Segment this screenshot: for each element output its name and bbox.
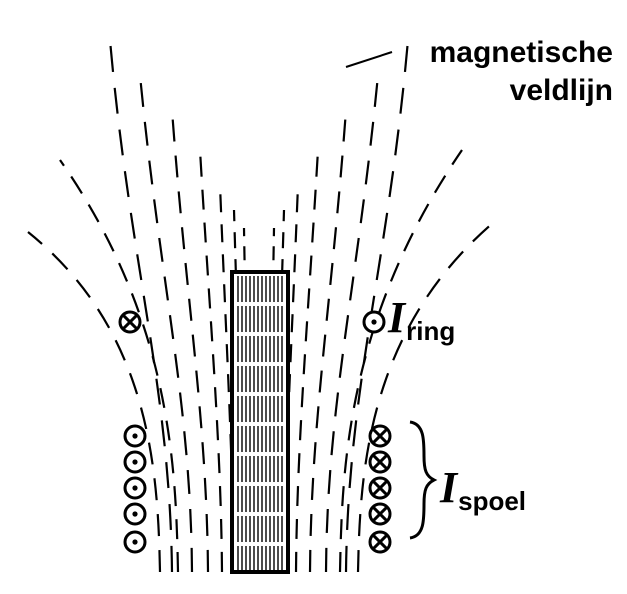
dot-in-circle-icon — [362, 310, 386, 334]
cross-in-circle-icon — [368, 502, 392, 526]
dot-in-circle-icon — [123, 424, 147, 448]
field-line-outer-left — [59, 159, 180, 573]
field-line-left — [138, 74, 194, 573]
field-line-outer-left — [27, 231, 162, 573]
coil-current-label: Ispoel — [440, 463, 526, 515]
field-line-outer-right — [356, 221, 495, 573]
field-line-label-line2: veldlijn — [509, 74, 613, 107]
cross-in-circle-icon — [368, 476, 392, 500]
current-symbols-group — [118, 310, 392, 554]
field-line-right — [324, 74, 380, 573]
ring-current-label: Iring — [388, 293, 455, 345]
field-line-outer-right — [338, 149, 463, 573]
field-line-left — [170, 109, 210, 573]
field-line-pointer — [345, 51, 393, 68]
cross-in-circle-icon — [368, 424, 392, 448]
ring-current-subscript: ring — [406, 316, 456, 346]
coil-current-subscript: spoel — [458, 486, 527, 516]
field-line-label-line1: magnetische — [429, 36, 613, 69]
cross-in-circle-icon — [368, 530, 392, 554]
field-line-right — [294, 149, 320, 573]
iron-core — [230, 270, 290, 574]
coil-brace — [409, 420, 438, 540]
cross-in-circle-icon — [368, 450, 392, 474]
dot-in-circle-icon — [123, 502, 147, 526]
iron-core-outline — [230, 270, 290, 574]
field-line-left — [108, 39, 174, 573]
dot-in-circle-icon — [123, 530, 147, 554]
coil-current-symbol: I — [440, 463, 458, 512]
dot-in-circle-icon — [123, 476, 147, 500]
dot-in-circle-icon — [123, 450, 147, 474]
cross-in-circle-icon — [118, 310, 142, 334]
ring-current-symbol: I — [388, 293, 406, 342]
field-line-left — [198, 149, 224, 573]
field-line-right — [308, 109, 348, 573]
